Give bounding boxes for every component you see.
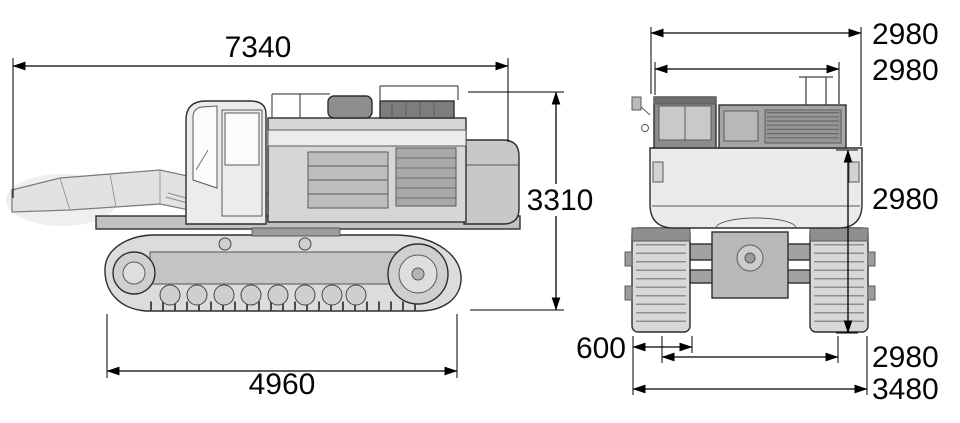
dim-rear-height: 2980 xyxy=(836,149,939,334)
idler-wheel xyxy=(112,251,156,295)
air-cleaner xyxy=(327,95,373,119)
left-lamp xyxy=(652,161,664,183)
dim-track-gauge-value: 2980 xyxy=(872,341,939,374)
cab-door-window xyxy=(224,112,260,166)
rear-engine-hood xyxy=(718,76,847,149)
dim-upper-width-top-value: 2980 xyxy=(872,18,939,51)
track-frame xyxy=(149,251,401,285)
dim-overall-length-value: 7340 xyxy=(225,31,292,64)
rear-mirror xyxy=(631,96,651,132)
excavator-rear-view xyxy=(624,76,876,333)
road-wheels xyxy=(159,237,367,306)
drive-sprocket xyxy=(387,243,449,305)
cab-windshield xyxy=(192,105,218,189)
engine-grille xyxy=(395,147,457,207)
wiper xyxy=(195,149,209,171)
rear-cab xyxy=(653,96,717,149)
dim-overall-width: 3480 xyxy=(632,336,939,406)
cab-door xyxy=(221,109,263,217)
rear-right-track xyxy=(809,227,876,333)
dim-track-shoe-width: 600 xyxy=(576,332,693,365)
dim-overall-width-value: 3480 xyxy=(872,373,939,406)
handrail xyxy=(271,85,459,118)
right-lamp xyxy=(848,161,860,183)
rear-upper-body xyxy=(649,147,863,229)
dim-upper-width-inner: 2980 xyxy=(654,54,939,104)
dim-overall-height: 3310 xyxy=(468,91,594,311)
excavator-side-view xyxy=(6,85,521,312)
rear-handrail xyxy=(799,76,833,105)
track-assembly xyxy=(104,234,462,312)
dim-track-length: 4960 xyxy=(106,314,458,401)
dim-rear-height-value: 2980 xyxy=(872,183,939,216)
dim-track-length-value: 4960 xyxy=(249,368,316,401)
rear-left-track xyxy=(624,227,691,333)
counterweight xyxy=(463,139,520,225)
engine-housing xyxy=(267,117,467,223)
cab xyxy=(185,100,267,225)
dim-upper-width-inner-value: 2980 xyxy=(872,54,939,87)
dim-overall-height-value: 3310 xyxy=(527,184,594,217)
rear-undercarriage xyxy=(689,231,813,299)
dim-track-gauge: 2980 xyxy=(661,336,939,374)
swing-pedestal xyxy=(251,227,341,237)
dim-track-shoe-width-value: 600 xyxy=(576,332,626,365)
dim-overall-length: 7340 xyxy=(12,31,509,198)
swing-bearing xyxy=(715,217,797,229)
roof-equipment xyxy=(271,85,459,119)
dim-upper-width-top: 2980 xyxy=(650,18,939,146)
muffler-block xyxy=(379,100,455,119)
